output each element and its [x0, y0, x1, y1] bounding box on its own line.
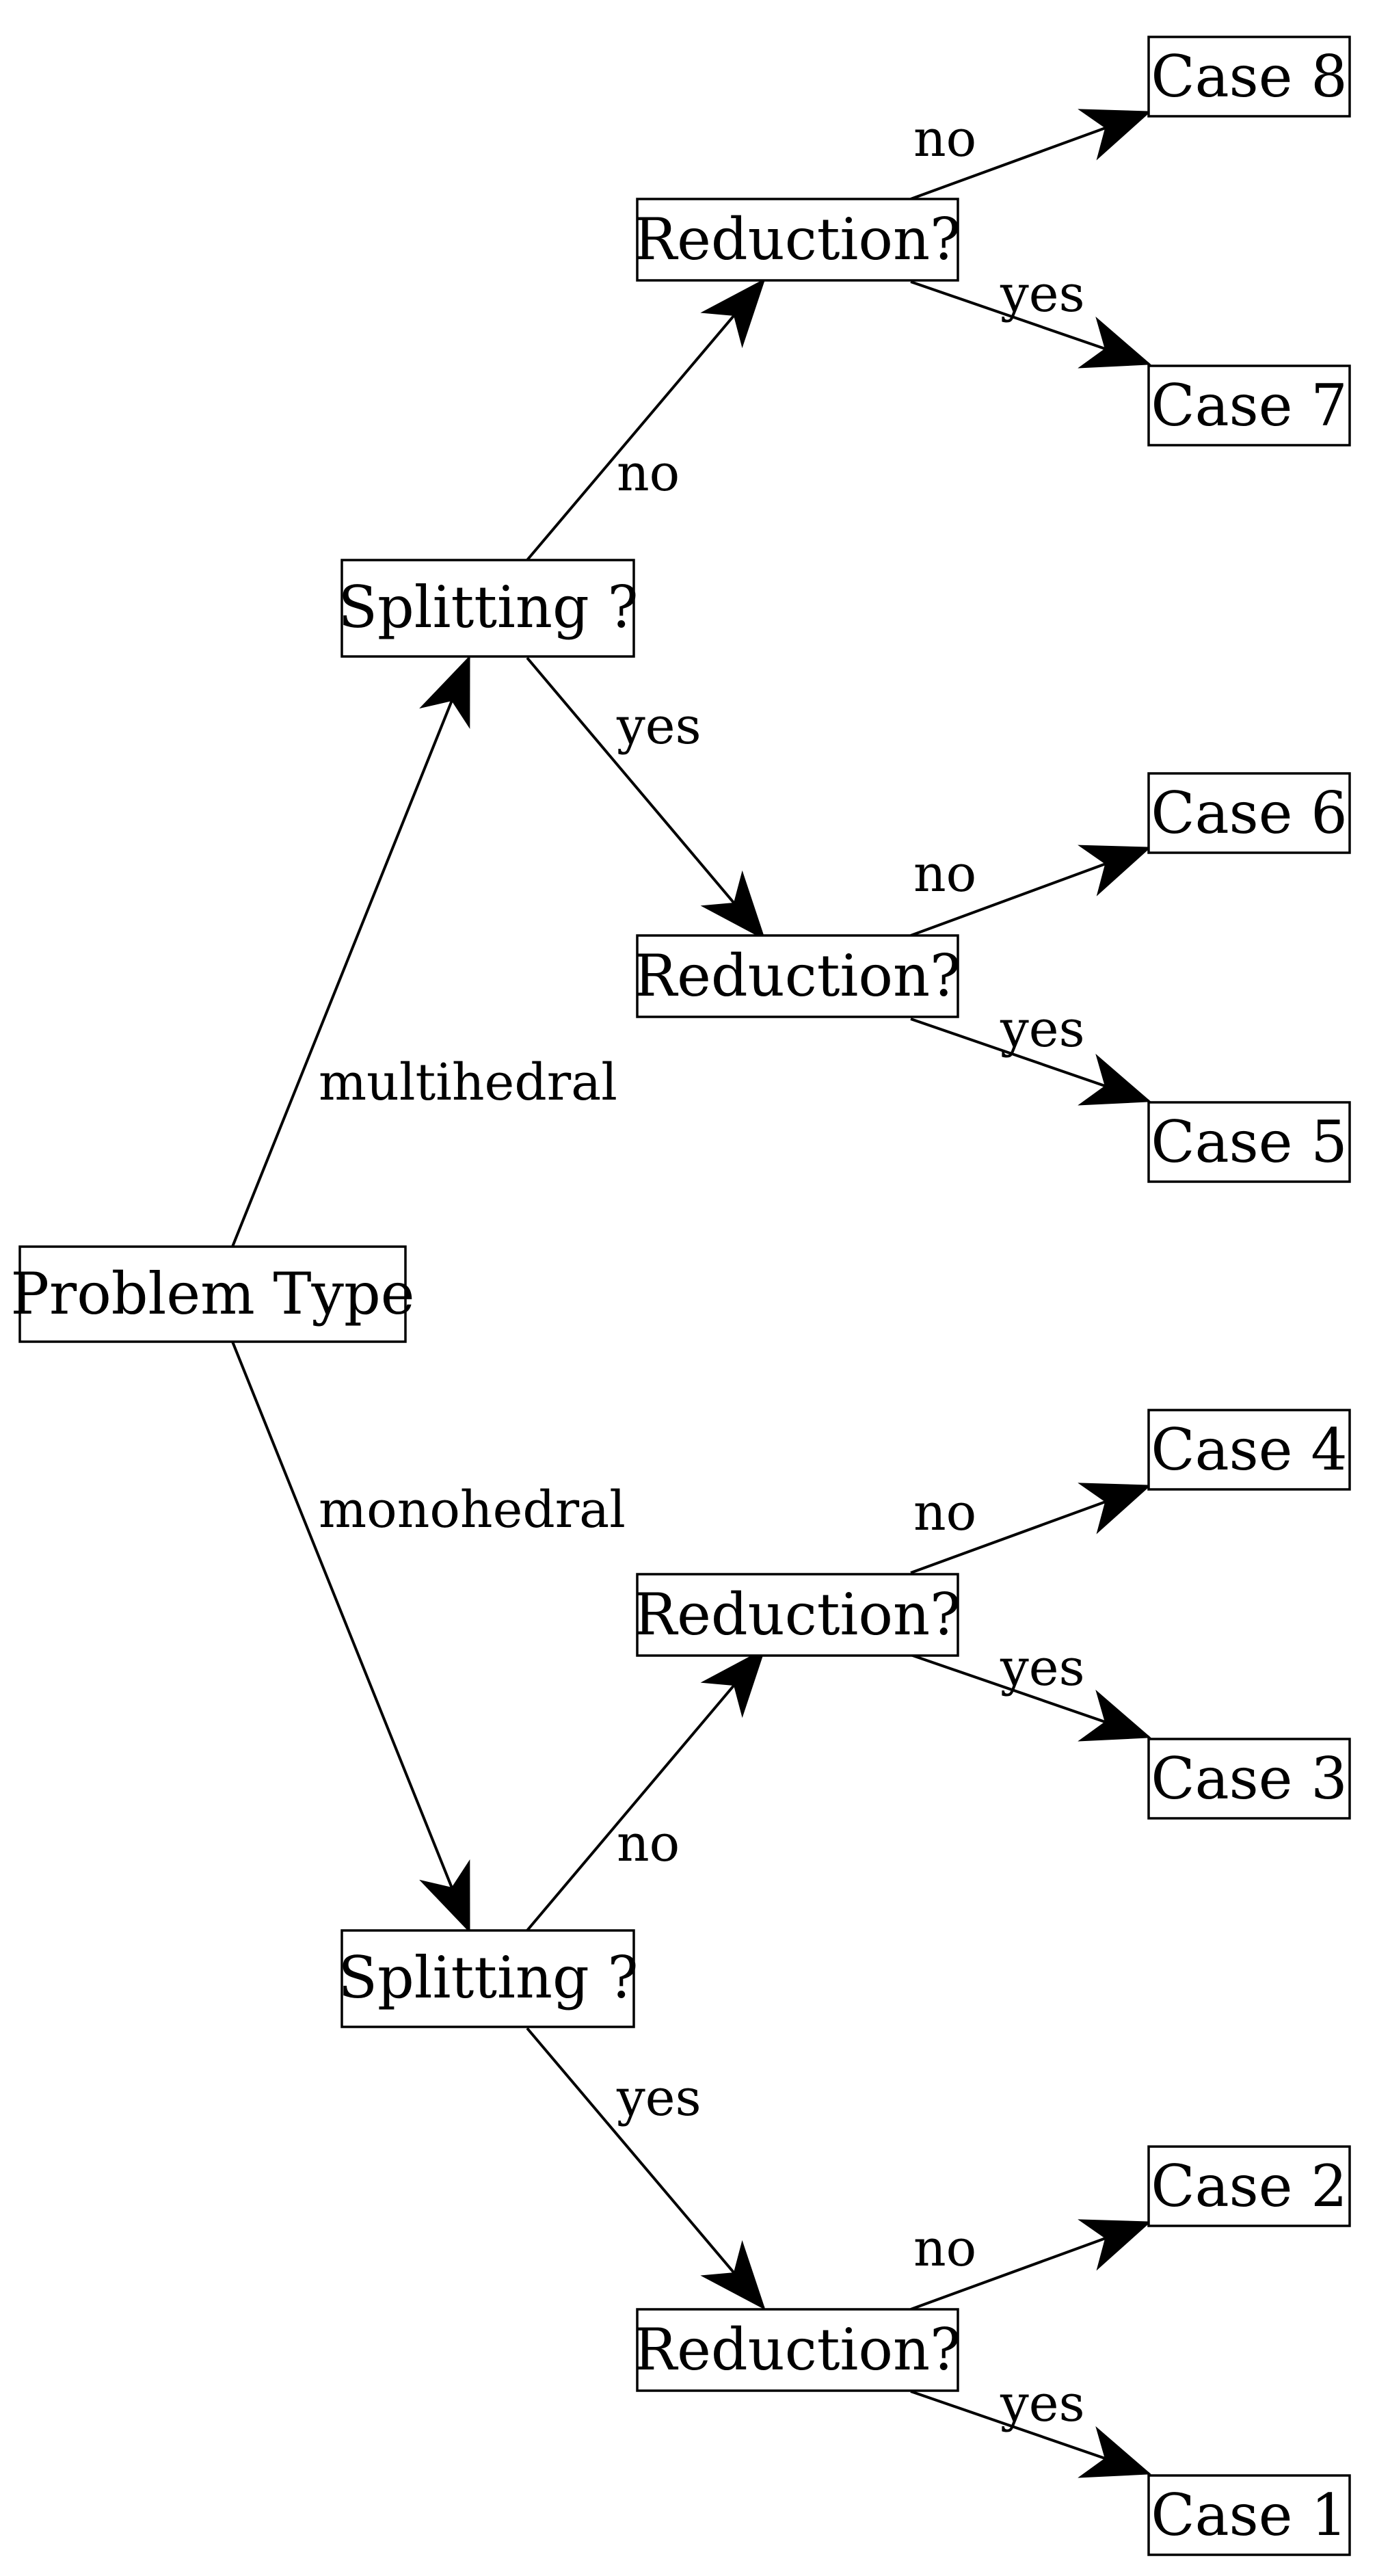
node-case-2: Case 2: [1147, 2145, 1351, 2227]
node-case-8: Case 8: [1147, 36, 1351, 118]
edge-root-to-split-mono: [231, 1341, 470, 1933]
node-case-3-label: Case 3: [1151, 1745, 1347, 1812]
edge-split-mono-to-red-yes: [526, 2027, 766, 2311]
edge-label-multihedral: multihedral: [319, 1053, 617, 1112]
node-case-7: Case 7: [1147, 364, 1351, 447]
edge-label-red-mono-yes-no: no: [913, 2219, 976, 2278]
edge-red-multi-yes-to-case5: [910, 1018, 1151, 1106]
node-splitting-monohedral: Splitting ?: [338, 1929, 639, 2028]
node-case-3: Case 3: [1147, 1738, 1351, 1820]
edge-split-mono-to-red-no: [526, 1647, 766, 1932]
node-case-1-label: Case 1: [1151, 2482, 1347, 2549]
edge-label-monohedral: monohedral: [319, 1480, 626, 1539]
node-reduction-mono-no: Reduction?: [634, 1573, 961, 1657]
node-case-5: Case 5: [1147, 1101, 1351, 1183]
edge-split-multi-to-red-no: [526, 278, 766, 561]
edge-label-red-multi-yes-no: no: [913, 845, 976, 903]
edge-label-split-multi-yes: yes: [616, 697, 701, 756]
node-case-6-label: Case 6: [1151, 780, 1347, 847]
edge-red-multi-no-to-case8: [910, 109, 1151, 200]
node-reduction-mono-yes-label: Reduction?: [634, 2316, 961, 2383]
edge-red-mono-yes-to-case2: [910, 2219, 1151, 2311]
edge-label-red-multi-yes-yes: yes: [1000, 1000, 1085, 1059]
edge-label-red-mono-no-no: no: [913, 1483, 976, 1542]
node-case-4: Case 4: [1147, 1409, 1351, 1491]
edge-red-mono-no-to-case4: [910, 1483, 1151, 1574]
edge-split-multi-to-red-yes: [526, 656, 766, 941]
edge-label-split-multi-no: no: [617, 444, 680, 503]
node-splitting-multihedral: Splitting ?: [338, 559, 639, 658]
node-reduction-mono-no-label: Reduction?: [634, 1581, 961, 1648]
node-case-4-label: Case 4: [1151, 1416, 1347, 1483]
node-reduction-mono-yes: Reduction?: [634, 2308, 961, 2392]
node-case-6: Case 6: [1147, 772, 1351, 854]
edge-root-to-split-multi: [231, 655, 470, 1247]
edge-label-red-multi-no-no: no: [913, 109, 976, 168]
node-splitting-multihedral-label: Splitting ?: [338, 574, 638, 641]
edge-red-mono-no-to-case3: [910, 1654, 1151, 1742]
edge-label-split-mono-yes: yes: [616, 2069, 701, 2127]
node-reduction-multi-no-label: Reduction?: [634, 206, 961, 273]
edge-label-red-mono-yes-yes: yes: [1000, 2374, 1085, 2433]
node-case-8-label: Case 8: [1151, 43, 1347, 110]
node-case-2-label: Case 2: [1151, 2153, 1347, 2220]
edge-label-red-multi-no-yes: yes: [1000, 265, 1085, 323]
edge-label-split-mono-no: no: [617, 1814, 680, 1873]
node-reduction-multi-no: Reduction?: [634, 198, 961, 282]
edge-red-multi-yes-to-case6: [910, 845, 1151, 937]
edge-red-multi-no-to-case7: [910, 280, 1151, 369]
edge-red-mono-yes-to-case1: [910, 2390, 1151, 2478]
node-problem-type: Problem Type: [11, 1245, 415, 1343]
node-case-5-label: Case 5: [1151, 1108, 1347, 1176]
node-problem-type-label: Problem Type: [11, 1260, 415, 1327]
node-case-7-label: Case 7: [1151, 372, 1347, 439]
node-reduction-multi-yes: Reduction?: [634, 934, 961, 1018]
edge-label-red-mono-no-yes: yes: [1000, 1638, 1085, 1697]
node-splitting-monohedral-label: Splitting ?: [338, 1944, 638, 2011]
node-reduction-multi-yes-label: Reduction?: [634, 942, 961, 1009]
node-case-1: Case 1: [1147, 2474, 1351, 2556]
